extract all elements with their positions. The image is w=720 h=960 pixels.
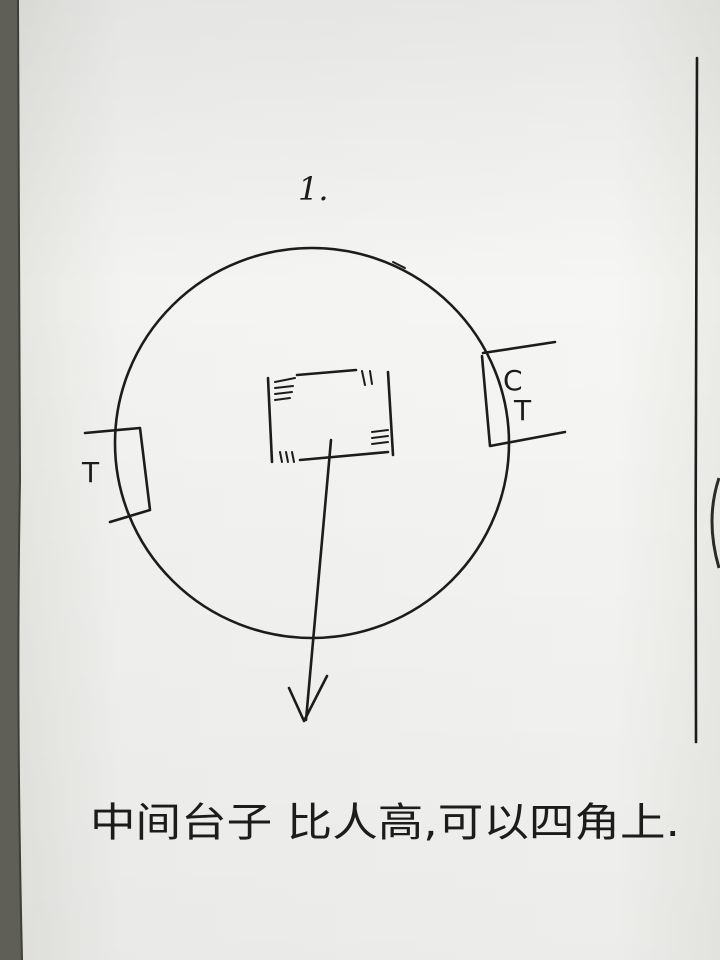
left-spawn-box: T bbox=[81, 426, 152, 524]
platform-left-edge bbox=[266, 376, 274, 464]
platform-bottom-right-hatch bbox=[371, 429, 389, 445]
center-platform bbox=[266, 368, 395, 464]
platform-top-left-hatch bbox=[274, 377, 296, 401]
down-arrow-shaft bbox=[304, 438, 333, 722]
circle-notch-mark bbox=[392, 261, 406, 269]
right-margin-line bbox=[694, 56, 699, 744]
right-edge-object bbox=[710, 477, 720, 569]
platform-bottom-left-hatch bbox=[279, 451, 295, 463]
caption-text: 中间台子 比人高,可以四角上. bbox=[90, 800, 680, 846]
right-box-side-bottom bbox=[480, 354, 567, 448]
right-box-top-edge bbox=[481, 340, 557, 355]
platform-bottom-edge bbox=[298, 450, 390, 462]
left-box-label: T bbox=[81, 456, 100, 489]
paper-left-edge bbox=[17, 0, 23, 960]
right-box-label-top: C bbox=[503, 364, 523, 397]
platform-top-right-hatch bbox=[361, 370, 373, 386]
left-box-outline bbox=[83, 426, 152, 524]
down-arrow-head bbox=[287, 674, 329, 723]
platform-top-edge bbox=[295, 368, 358, 377]
platform-right-edge bbox=[386, 370, 395, 457]
figure-number: 1. bbox=[298, 170, 329, 208]
paper-shading bbox=[18, 0, 720, 960]
right-spawn-box: C T bbox=[480, 340, 567, 448]
right-box-label-bottom: T bbox=[513, 394, 532, 427]
